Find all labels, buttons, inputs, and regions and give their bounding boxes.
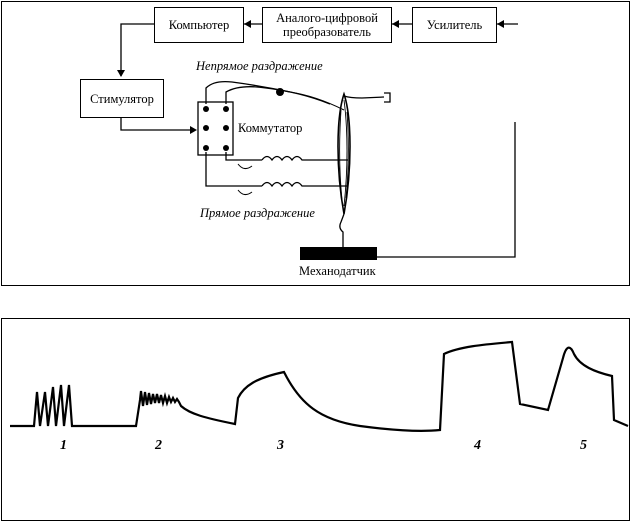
adc-label-line1: Аналого-цифровой xyxy=(276,11,378,25)
nerve-electrode-tip xyxy=(276,88,284,96)
commutator-label: Коммутатор xyxy=(238,121,303,135)
direct-wire-2 xyxy=(205,152,262,187)
trace-label-3: 3 xyxy=(277,438,284,453)
commutator-terminal-3 xyxy=(203,125,209,131)
commutator-terminal-1 xyxy=(203,106,209,112)
commutator-terminal-4 xyxy=(223,125,229,131)
mechanosensor-label: Механодатчик xyxy=(299,264,376,278)
indirect-stimulation-label: Непрямое раздражение xyxy=(196,59,323,73)
sensor-to-amplifier-line xyxy=(377,122,516,258)
arrowhead-adc xyxy=(392,20,399,28)
coil-2 xyxy=(261,181,348,188)
stimulator-label: Стимулятор xyxy=(90,91,154,106)
trace-label-4: 4 xyxy=(474,438,481,453)
direct-wire-1 xyxy=(225,152,262,161)
commutator-terminal-5 xyxy=(203,145,209,151)
computer-label: Компьютер xyxy=(168,18,230,32)
computer-box: Компьютер xyxy=(154,7,244,43)
recording-panel xyxy=(1,318,630,521)
arrowhead-computer xyxy=(244,20,251,28)
mechanosensor-block xyxy=(300,247,377,260)
bone-end xyxy=(384,92,391,103)
coil-lead-2 xyxy=(237,189,253,196)
nerve xyxy=(289,91,345,111)
computer-to-stimulator-line xyxy=(120,23,154,76)
direct-stimulation-label: Прямое раздражение xyxy=(200,206,315,220)
trace-label-5: 5 xyxy=(580,438,587,453)
setup-diagram-panel xyxy=(1,1,630,286)
arrowhead-commutator xyxy=(190,126,197,134)
adc-box: Аналого-цифровой преобразователь xyxy=(262,7,392,43)
commutator-terminal-6 xyxy=(223,145,229,151)
trace-label-2: 2 xyxy=(155,438,162,453)
commutator-terminal-2 xyxy=(223,106,229,112)
trace-label-1: 1 xyxy=(60,438,67,453)
muscle-fibers xyxy=(339,99,349,207)
indirect-wire-2 xyxy=(225,86,331,105)
coil-1 xyxy=(261,155,348,162)
amplifier-label: Усилитель xyxy=(426,18,483,32)
adc-label-line2: преобразователь xyxy=(283,25,371,39)
coil-lead-1 xyxy=(237,163,253,170)
tendon-bone xyxy=(343,95,385,99)
amplifier-box: Усилитель xyxy=(412,7,497,43)
stimulator-to-commutator-line xyxy=(120,118,190,131)
arrowhead-stimulator xyxy=(117,70,125,77)
arrowhead-amplifier xyxy=(497,20,504,28)
myogram-trace xyxy=(10,340,629,432)
stimulator-box: Стимулятор xyxy=(80,79,164,118)
lower-tendon xyxy=(339,213,345,247)
commutator-body xyxy=(197,101,234,156)
